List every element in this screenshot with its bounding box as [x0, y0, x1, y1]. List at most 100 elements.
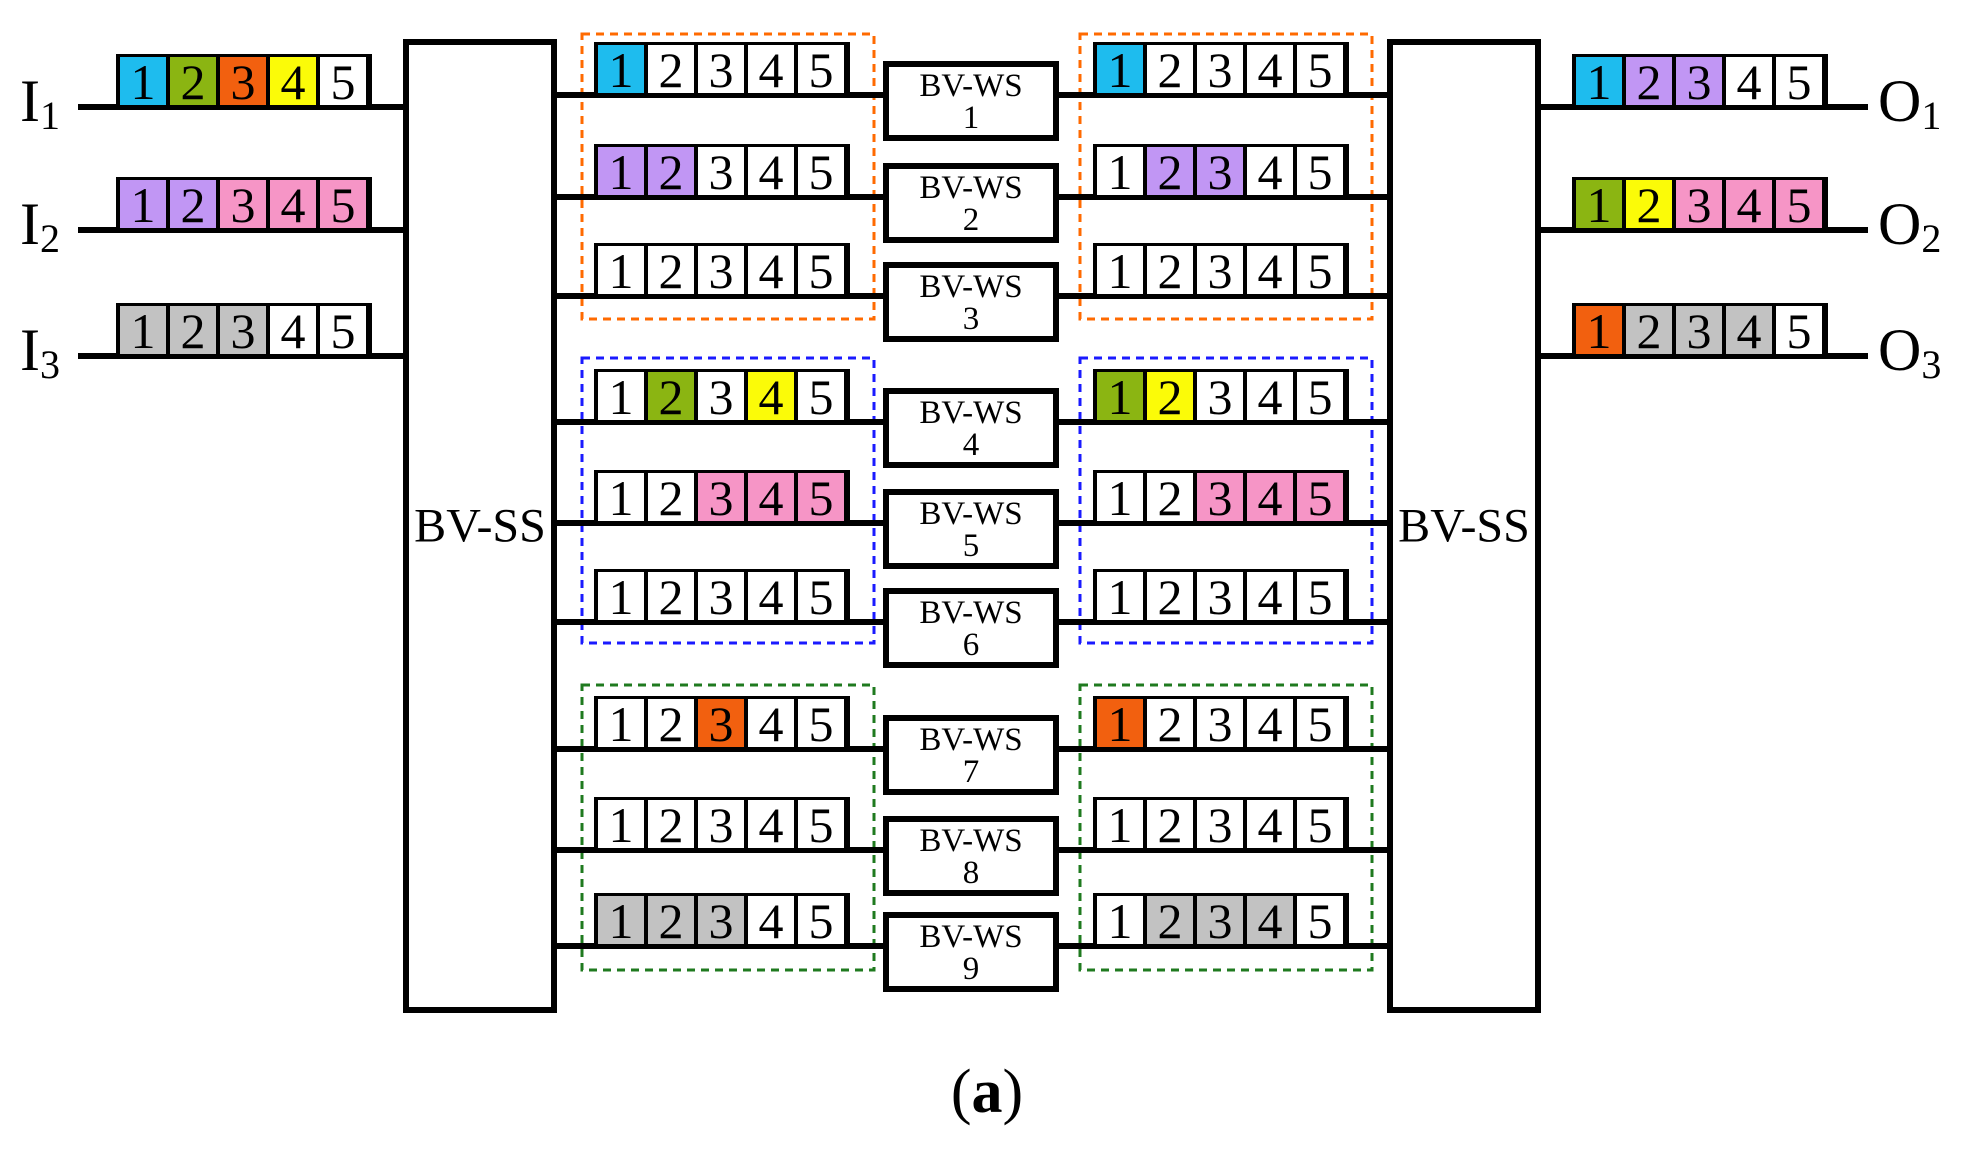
slot-label-2: 2: [659, 569, 684, 625]
slot-label-4: 4: [281, 303, 306, 359]
bv-ws-number: 2: [963, 202, 980, 238]
slot-label-5: 5: [809, 144, 834, 200]
slot-4: [270, 306, 316, 354]
bv-ws-1: BV-WS1: [883, 61, 1059, 141]
slot-label-1: 1: [609, 797, 634, 853]
bv-ws-blocks: BV-WS1BV-WS2BV-WS3BV-WS4BV-WS5BV-WS6BV-W…: [883, 61, 1059, 992]
slot-label-4: 4: [1258, 243, 1283, 299]
slot-label-1: 1: [1108, 470, 1133, 526]
slot-label-4: 4: [1737, 54, 1762, 110]
slot-5: [1776, 180, 1822, 228]
slot-4: [1247, 147, 1293, 195]
slot-3: [220, 306, 266, 354]
slot-1: [598, 246, 644, 294]
slot-label-2: 2: [659, 470, 684, 526]
output-port-label-2: O2: [1878, 191, 1941, 261]
slot-3: [698, 372, 744, 420]
switch-blocks: BV-SS BV-SS: [403, 39, 1541, 1013]
caption: (a): [951, 1058, 1023, 1126]
slot-label-5: 5: [1787, 303, 1812, 359]
slot-1: [1576, 306, 1622, 354]
bv-ws-label: BV-WS: [919, 170, 1022, 206]
slot-2: [648, 896, 694, 944]
bv-ws-label: BV-WS: [919, 823, 1022, 859]
slot-5: [320, 306, 366, 354]
slot-label-2: 2: [1158, 893, 1183, 949]
slot-label-4: 4: [281, 54, 306, 110]
slot-5: [798, 699, 844, 747]
slot-3: [698, 896, 744, 944]
slot-label-1: 1: [1108, 243, 1133, 299]
input-port-label-3: I3: [20, 317, 60, 387]
slot-label-4: 4: [759, 369, 784, 425]
bv-ws-label: BV-WS: [919, 919, 1022, 955]
slot-2: [648, 147, 694, 195]
slot-label-2: 2: [1158, 797, 1183, 853]
slot-label-2: 2: [1158, 369, 1183, 425]
slot-label-3: 3: [709, 893, 734, 949]
slot-label-4: 4: [759, 243, 784, 299]
slot-label-2: 2: [1637, 177, 1662, 233]
slot-label-4: 4: [1258, 470, 1283, 526]
slot-label-5: 5: [809, 696, 834, 752]
slot-3: [698, 246, 744, 294]
slot-label-5: 5: [809, 243, 834, 299]
slot-2: [1626, 180, 1672, 228]
slot-3: [698, 699, 744, 747]
slot-2: [170, 306, 216, 354]
slot-3: [1197, 372, 1243, 420]
slot-label-3: 3: [709, 144, 734, 200]
bv-ws-box: [883, 262, 1059, 342]
slot-label-3: 3: [1687, 177, 1712, 233]
slot-label-5: 5: [1308, 696, 1333, 752]
slot-2: [648, 372, 694, 420]
slot-label-1: 1: [131, 177, 156, 233]
caption-close-paren: ): [1003, 1058, 1024, 1126]
slot-label-2: 2: [1158, 144, 1183, 200]
slot-1: [1097, 246, 1143, 294]
slot-label-5: 5: [809, 369, 834, 425]
slot-2: [1147, 896, 1193, 944]
bv-ws-6: BV-WS6: [883, 588, 1059, 668]
slot-1: [598, 45, 644, 93]
slot-label-2: 2: [1158, 696, 1183, 752]
slot-label-3: 3: [1208, 144, 1233, 200]
bv-ws-2: BV-WS2: [883, 163, 1059, 243]
slot-label-2: 2: [1158, 470, 1183, 526]
slot-label-4: 4: [759, 696, 784, 752]
slot-1: [1097, 473, 1143, 521]
slot-label-4: 4: [1258, 144, 1283, 200]
slot-label-1: 1: [609, 243, 634, 299]
slot-5: [1297, 372, 1343, 420]
bv-ws-3: BV-WS3: [883, 262, 1059, 342]
slot-4: [270, 57, 316, 105]
slot-label-4: 4: [759, 797, 784, 853]
right-bv-ss-label: BV-SS: [1398, 500, 1530, 553]
slot-1: [598, 473, 644, 521]
dashed-group-1-right: [1078, 32, 1374, 321]
slot-label-3: 3: [1208, 369, 1233, 425]
slot-label-2: 2: [659, 369, 684, 425]
bv-ws-number: 4: [963, 427, 980, 463]
slot-1: [1097, 147, 1143, 195]
caption-letter: a: [972, 1058, 1003, 1126]
slot-label-5: 5: [331, 177, 356, 233]
output-port-label-3: O3: [1878, 317, 1941, 387]
slot-label-1: 1: [1108, 893, 1133, 949]
slot-3: [1676, 57, 1722, 105]
bv-ws-number: 1: [963, 100, 980, 136]
slot-4: [1247, 699, 1293, 747]
